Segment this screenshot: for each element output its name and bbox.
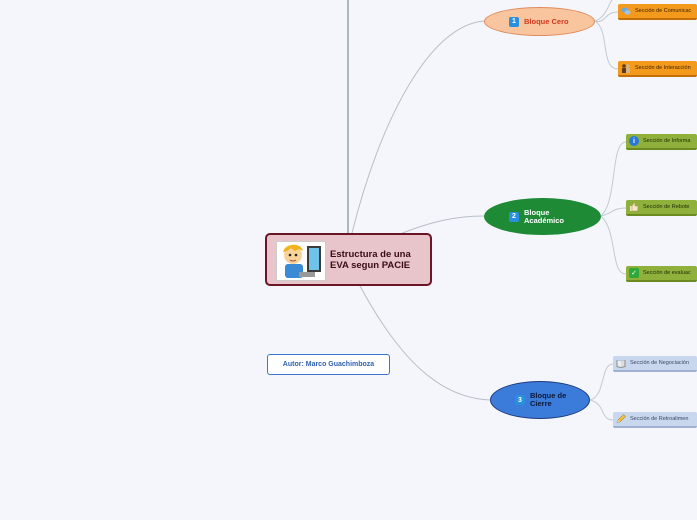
link-b3-l2 [590, 400, 613, 420]
number-badge-2: 2 [509, 212, 519, 222]
link-central-b2 [400, 216, 484, 234]
link-b1-top [595, 0, 612, 21]
branch-label: Bloque Académico [524, 209, 574, 225]
pencil-icon [616, 414, 626, 424]
leaf-seccion-negociacion[interactable]: Sección de Negociación [613, 356, 697, 372]
leaf-seccion-informacion[interactable]: i Sección de Informa [626, 134, 697, 150]
leaf-label: Sección de evaluac [643, 270, 691, 276]
leaf-seccion-evaluacion[interactable]: ✓ Sección de evaluac [626, 266, 697, 282]
number-badge-3: 3 [515, 395, 525, 405]
link-b2-l3 [601, 216, 626, 274]
number-badge-1: 1 [509, 17, 519, 27]
link-central-b3 [360, 286, 490, 400]
author-label[interactable]: Autor: Marco Guachimboza [267, 354, 390, 375]
leaf-seccion-retroalimentacion[interactable]: Sección de Retroalimen [613, 412, 697, 428]
link-b1-l2 [595, 21, 618, 69]
leaf-label: Sección de Negociación [630, 360, 689, 366]
leaf-seccion-interaccion[interactable]: Sección de Interacción [618, 61, 697, 77]
leaf-label: Sección de Rebote [643, 204, 689, 210]
book-icon [616, 358, 626, 368]
student-computer-image [276, 241, 326, 281]
leaf-label: Sección de Retroalimen [630, 416, 688, 422]
central-topic-title: Estructura de una EVA segun PACIE [330, 249, 430, 271]
link-central-b1 [352, 21, 484, 233]
info-icon: i [629, 136, 639, 146]
leaf-label: Sección de Comunicac [635, 8, 691, 14]
branch-label: Bloque de Cierre [530, 392, 580, 408]
branch-bloque-cierre[interactable]: 3 Bloque de Cierre [490, 381, 590, 419]
checkmark-icon: ✓ [629, 268, 639, 278]
branch-bloque-cero[interactable]: 1 Bloque Cero [484, 7, 595, 36]
leaf-seccion-comunicacion[interactable]: Sección de Comunicac [618, 4, 697, 20]
link-b1-l1 [595, 12, 618, 21]
leaf-seccion-rebote[interactable]: Sección de Rebote [626, 200, 697, 216]
speech-bubbles-icon [621, 6, 631, 16]
leaf-label: Sección de Interacción [635, 65, 691, 71]
branch-bloque-academico[interactable]: 2 Bloque Académico [484, 198, 601, 235]
link-b2-l1 [601, 142, 626, 216]
thumbs-up-icon [629, 202, 639, 212]
people-icon [621, 63, 631, 73]
central-topic[interactable]: Estructura de una EVA segun PACIE [265, 233, 432, 286]
branch-label: Bloque Cero [524, 17, 569, 26]
link-b3-l1 [590, 364, 613, 400]
leaf-label: Sección de Informa [643, 138, 690, 144]
